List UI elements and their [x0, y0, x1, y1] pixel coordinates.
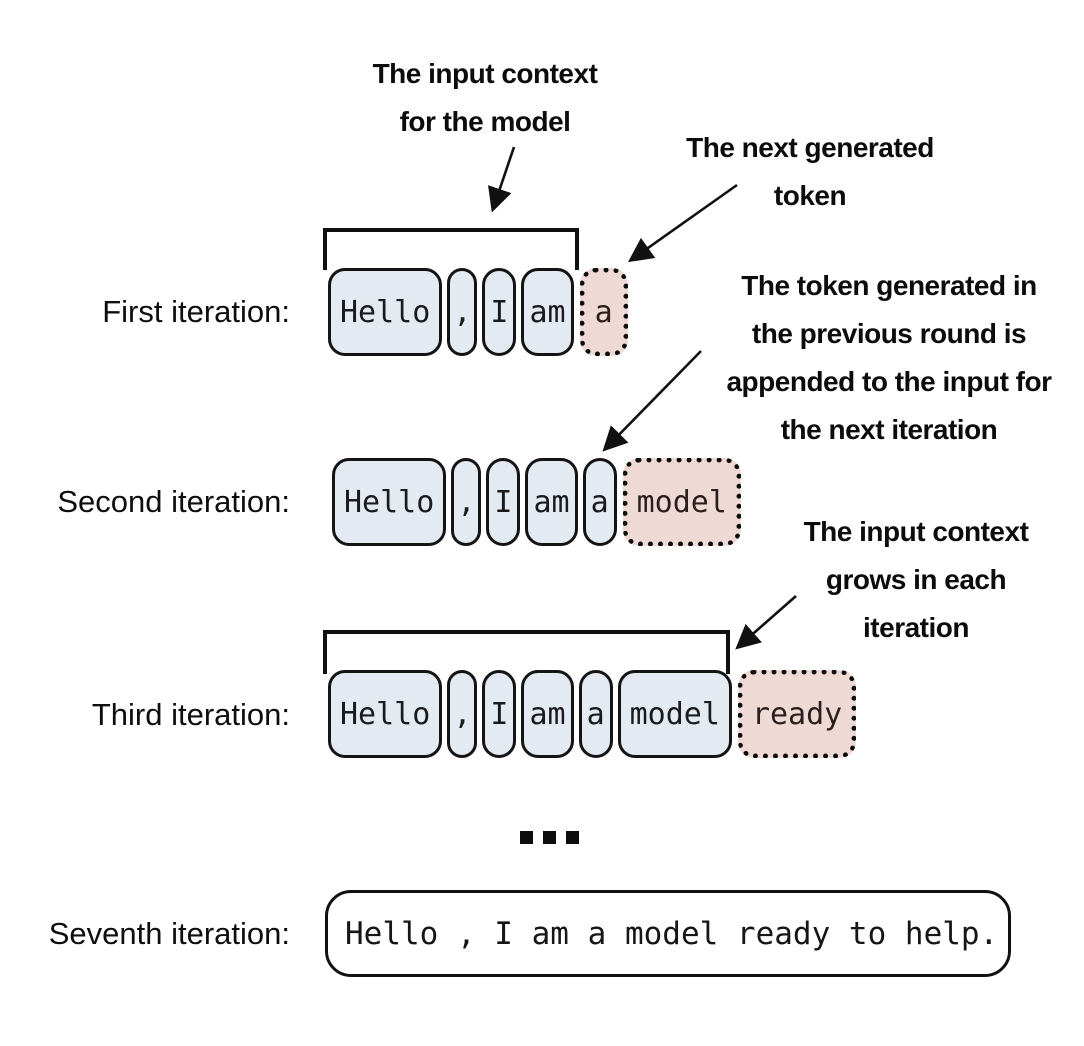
annotation-context-grows: The input context grows in each iteratio… [780, 508, 1052, 652]
ellipsis-dot [543, 831, 556, 844]
annotation-token-appended: The token generated in the previous roun… [700, 262, 1078, 454]
context-token: model [617, 670, 732, 758]
annotation-line: The input context [803, 516, 1029, 547]
iteration-label-second: Second iteration: [57, 484, 290, 519]
ellipsis-dot [566, 831, 579, 844]
annotation-line: for the model [399, 106, 571, 137]
iteration-label-seventh: Seventh iteration: [48, 916, 290, 951]
arrow-input-context-icon [488, 146, 516, 213]
context-bracket-third [323, 630, 730, 674]
context-token: Hello [328, 268, 443, 356]
annotation-line: The input context [372, 58, 598, 89]
generated-token: ready [737, 670, 857, 758]
context-token: am [521, 268, 574, 356]
context-token: , [447, 670, 478, 758]
context-token: am [521, 670, 574, 758]
annotation-line: The next generated [686, 132, 934, 163]
context-token: I [486, 458, 521, 546]
iteration-label-third: Third iteration: [91, 697, 290, 732]
annotation-line: the previous round is [751, 318, 1027, 349]
annotation-next-generated-token: The next generated token [655, 124, 965, 220]
annotation-line: the next iteration [780, 414, 998, 445]
context-bracket-first [323, 228, 579, 270]
iteration-row-first: Hello , I am a [328, 268, 628, 356]
annotation-line: iteration [863, 612, 969, 643]
annotation-line: token [773, 180, 847, 211]
context-token: Hello [332, 458, 447, 546]
iteration-label-first: First iteration: [102, 294, 290, 329]
annotation-input-context: The input context for the model [320, 50, 650, 146]
generated-token: model [622, 458, 741, 546]
annotation-line: The token generated in [741, 270, 1037, 301]
final-output-text: Hello , I am a model ready to help. [345, 915, 999, 952]
iteration-row-second: Hello , I am a model [332, 458, 741, 546]
context-token: I [482, 670, 517, 758]
ellipsis-dot [520, 831, 533, 844]
final-output-box: Hello , I am a model ready to help. [325, 890, 1011, 977]
ellipsis-icon: ... [520, 831, 579, 844]
context-token: a [582, 458, 617, 546]
context-token: Hello [328, 670, 443, 758]
annotation-line: grows in each [825, 564, 1007, 595]
context-token: I [482, 268, 517, 356]
iteration-row-third: Hello , I am a model ready [328, 670, 857, 758]
context-token: , [451, 458, 482, 546]
context-token: am [525, 458, 578, 546]
generated-token: a [579, 268, 628, 356]
context-token: a [578, 670, 613, 758]
context-token: , [447, 268, 478, 356]
annotation-line: appended to the input for [726, 366, 1052, 397]
arrow-appended-icon [602, 350, 702, 452]
